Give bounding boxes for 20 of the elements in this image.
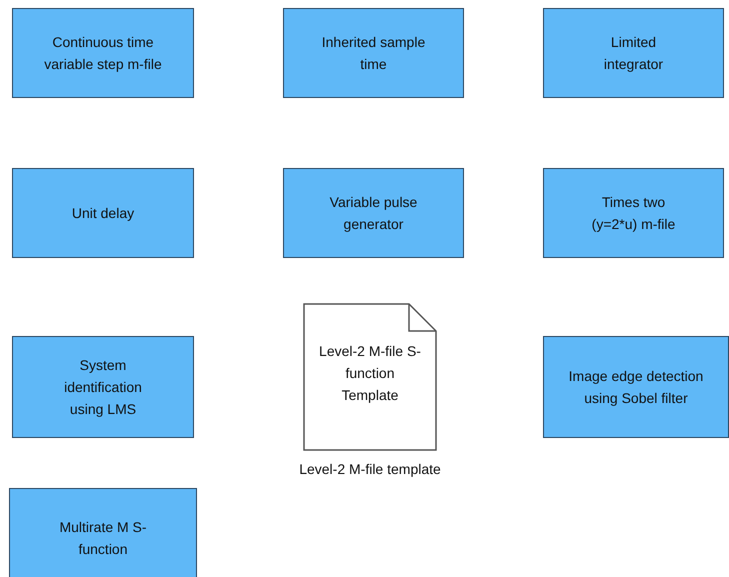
block-box — [543, 168, 724, 258]
block-label: Times two (y=2*u) m-file — [590, 193, 676, 234]
block-box — [12, 168, 194, 258]
block-box — [9, 488, 197, 577]
block-box — [283, 168, 464, 258]
block-label: Image edge detection using Sobel filter — [568, 367, 704, 408]
block-box — [543, 8, 724, 98]
block-label: Inherited sample time — [320, 33, 426, 74]
block-label: Variable pulse generator — [328, 193, 418, 234]
block-label: Continuous time variable step m-file — [43, 33, 163, 74]
block-label: Limited integrator — [602, 33, 664, 74]
block-box — [12, 8, 194, 98]
block-label: Level-2 M-file S-function Template — [318, 342, 422, 405]
caption-text: Level-2 M-file template — [298, 460, 442, 479]
block-box — [12, 336, 194, 438]
block-label: Multirate M S-function — [58, 518, 148, 559]
block-box — [283, 8, 464, 98]
block-label: System identification using LMS — [63, 356, 143, 419]
block-box — [543, 336, 729, 438]
block-label: Unit delay — [72, 204, 134, 223]
